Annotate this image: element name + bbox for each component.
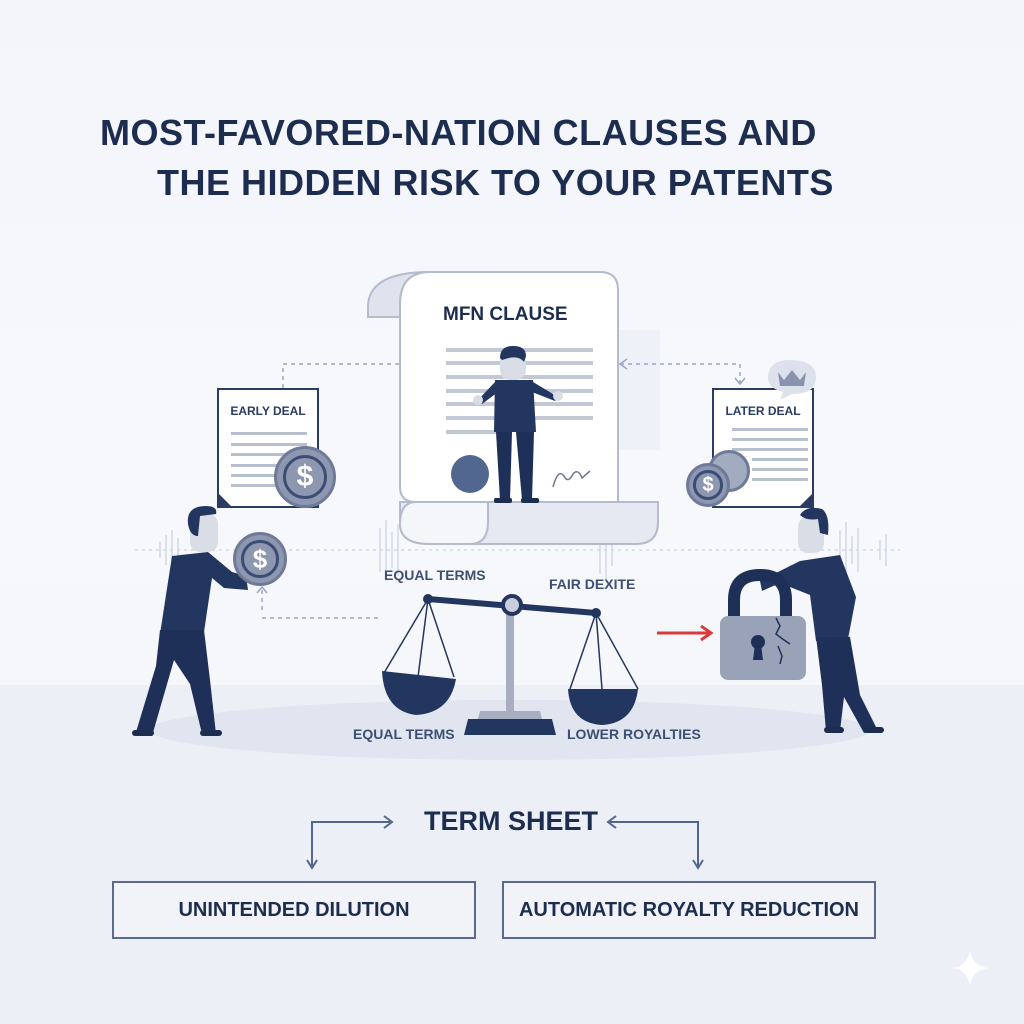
- broken-padlock-icon: [720, 568, 806, 680]
- outcome-box-royalty-reduction: AUTOMATIC ROYALTY REDUCTION: [502, 881, 876, 939]
- balance-scale-icon: [382, 594, 639, 735]
- scale-label-top-left: EQUAL TERMS: [384, 567, 486, 583]
- term-sheet-heading: TERM SHEET: [424, 806, 599, 836]
- outcome-box-dilution: UNINTENDED DILUTION: [112, 881, 476, 939]
- dollar-coin-icon: $: [686, 463, 730, 507]
- term-sheet-arrows: [306, 815, 704, 870]
- scale-label-bottom-right: LOWER ROYALTIES: [567, 726, 701, 742]
- sparkle-icon: [952, 950, 988, 986]
- left-businessman: [132, 506, 248, 736]
- page-title: MOST-FAVORED-NATION CLAUSES AND THE HIDD…: [100, 108, 860, 208]
- title-line-2: THE HIDDEN RISK TO YOUR PATENTS: [157, 162, 834, 203]
- page-fold-icon: [217, 492, 233, 508]
- mfn-scroll: [367, 271, 659, 545]
- mfn-clause-heading: MFN CLAUSE: [443, 304, 568, 325]
- title-line-1: MOST-FAVORED-NATION CLAUSES AND: [100, 112, 817, 153]
- right-businessman: [760, 507, 884, 733]
- person-figure: [473, 346, 563, 503]
- later-deal-heading: LATER DEAL: [725, 404, 801, 418]
- dollar-coin-icon: $: [233, 532, 287, 586]
- early-deal-heading: EARLY DEAL: [230, 404, 306, 418]
- scale-label-top-right: FAIR DEXITE: [549, 576, 636, 592]
- page-fold-icon: [798, 492, 814, 508]
- red-arrow-icon: [657, 624, 714, 642]
- crown-icon: [768, 360, 816, 400]
- scale-label-bottom-left: EQUAL TERMS: [353, 726, 455, 742]
- dollar-coin-icon: $: [274, 446, 336, 508]
